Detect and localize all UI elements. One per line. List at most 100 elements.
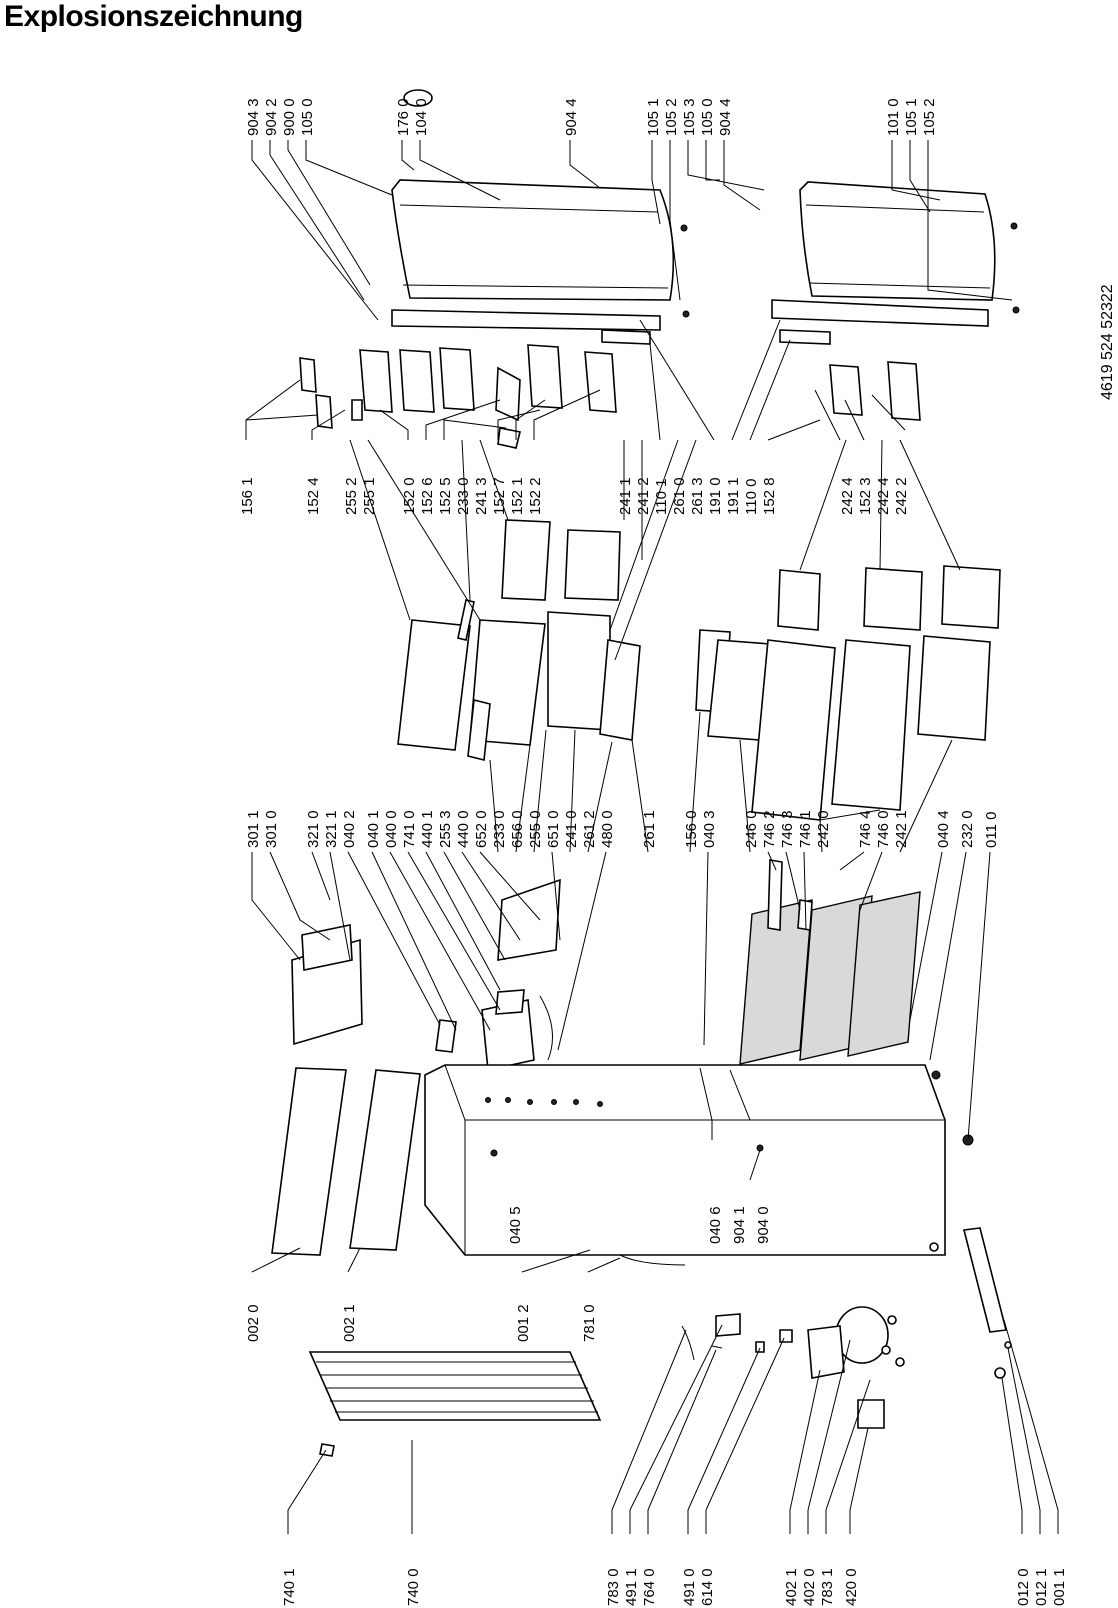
part-label: 491 0 [681,1568,698,1606]
part-label: 261 0 [671,477,688,515]
part-label: 191 0 [707,477,724,515]
part-label: 233 0 [455,477,472,515]
part-label: 904 1 [731,1206,748,1244]
document-number: 4619 524 52322 [1099,284,1116,400]
part-label: 246 0 [743,810,760,848]
part-label: 440 0 [455,810,472,848]
part-label: 040 0 [383,810,400,848]
part-label: 904 3 [245,98,262,136]
part-label: 105 0 [699,98,716,136]
part-label: 001 2 [515,1304,532,1342]
cabinet-body [424,1064,946,1256]
part-label: 261 3 [689,477,706,515]
part-label: 242 0 [815,810,832,848]
part-label: 301 0 [263,810,280,848]
part-label: 232 0 [959,810,976,848]
part-label: 002 0 [245,1304,262,1342]
part-label: 040 5 [507,1206,524,1244]
part-label: 105 2 [663,98,680,136]
part-label: 040 3 [701,810,718,848]
leaders-body [251,1149,761,1273]
back-panels [271,1067,421,1256]
part-label: 904 0 [755,1206,772,1244]
part-label: 781 0 [581,1304,598,1342]
part-label: 011 0 [983,812,1000,848]
part-label: 741 0 [401,810,418,848]
part-label: 176 0 [395,98,412,136]
part-label: 402 0 [801,1568,818,1606]
door-bins-lower [779,329,921,441]
part-label: 002 1 [341,1304,358,1342]
compressor-group [681,1306,905,1429]
part-label: 242 2 [893,477,910,515]
part-label: 152 2 [527,477,544,515]
part-label: 900 0 [281,98,298,136]
part-label: 480 0 [599,810,616,848]
part-label: 255 3 [437,810,454,848]
part-label: 261 2 [581,810,598,848]
part-label: 242 4 [875,477,892,515]
part-label: 255 0 [527,810,544,848]
label-group-top: 904 3 904 2 900 0 105 0 176 0 104 0 904 … [245,98,938,136]
part-label: 783 0 [605,1568,622,1606]
part-label: 156 1 [239,477,256,515]
part-label: 110 1 [653,479,670,515]
part-label: 105 1 [645,98,662,136]
part-label: 040 1 [365,810,382,848]
condenser [308,1351,602,1457]
upper-door [391,89,690,331]
leaders-top [251,140,1013,321]
part-label: 101 0 [885,98,902,136]
fridge-shelves [397,519,641,761]
part-label: 152 1 [509,477,526,515]
part-label: 904 4 [717,98,734,136]
part-label: 491 1 [623,1568,640,1606]
evaporator-grids [739,859,921,1065]
part-label: 012 0 [1015,1568,1032,1606]
part-label: 255 2 [343,477,360,515]
door-bins-upper [299,329,651,449]
part-label: 241 3 [473,477,490,515]
part-label: 110 0 [743,479,760,515]
part-label: 440 1 [419,810,436,848]
label-group-second: 156 1 152 4 255 2 255 1 152 0 152 6 152 … [239,477,910,515]
freezer-drawers [695,565,1001,821]
part-label: 152 4 [305,477,322,515]
part-label: 152 8 [761,477,778,515]
part-label: 261 1 [641,810,658,848]
control-panel-parts [291,878,561,1071]
part-label: 040 6 [707,1206,724,1244]
label-group-body: 002 0 002 1 040 5 001 2 781 0 040 6 904 … [245,1206,772,1342]
part-label: 301 1 [245,810,262,848]
part-label: 904 4 [563,98,580,136]
part-label: 614 0 [699,1568,716,1606]
part-label: 402 1 [783,1568,800,1606]
base-rail [929,1070,1012,1379]
part-label: 746 3 [779,810,796,848]
part-label: 152 6 [419,477,436,515]
part-label: 241 1 [617,477,634,515]
part-label: 242 1 [893,810,910,848]
leaders-second [245,319,961,661]
part-label: 746 1 [797,810,814,848]
part-label: 105 1 [903,98,920,136]
part-label: 321 0 [305,810,322,848]
part-label: 746 0 [875,810,892,848]
part-label: 241 2 [635,477,652,515]
part-label: 740 1 [281,1568,298,1606]
part-label: 242 4 [839,477,856,515]
part-label: 001 1 [1051,1568,1068,1606]
part-label: 746 4 [857,810,874,848]
part-label: 321 1 [323,810,340,848]
leaders-bottom [287,1319,1059,1534]
part-label: 420 0 [843,1568,860,1606]
part-label: 105 0 [299,98,316,136]
page-title: Explosionszeichnung [4,0,303,33]
part-label: 040 2 [341,810,358,848]
part-label: 105 3 [681,98,698,136]
part-label: 152 0 [401,477,418,515]
label-group-third: 301 1 301 0 321 0 321 1 040 2 040 1 040 … [245,810,1000,848]
drain-hose [619,1254,686,1266]
part-label: 233 0 [491,810,508,848]
